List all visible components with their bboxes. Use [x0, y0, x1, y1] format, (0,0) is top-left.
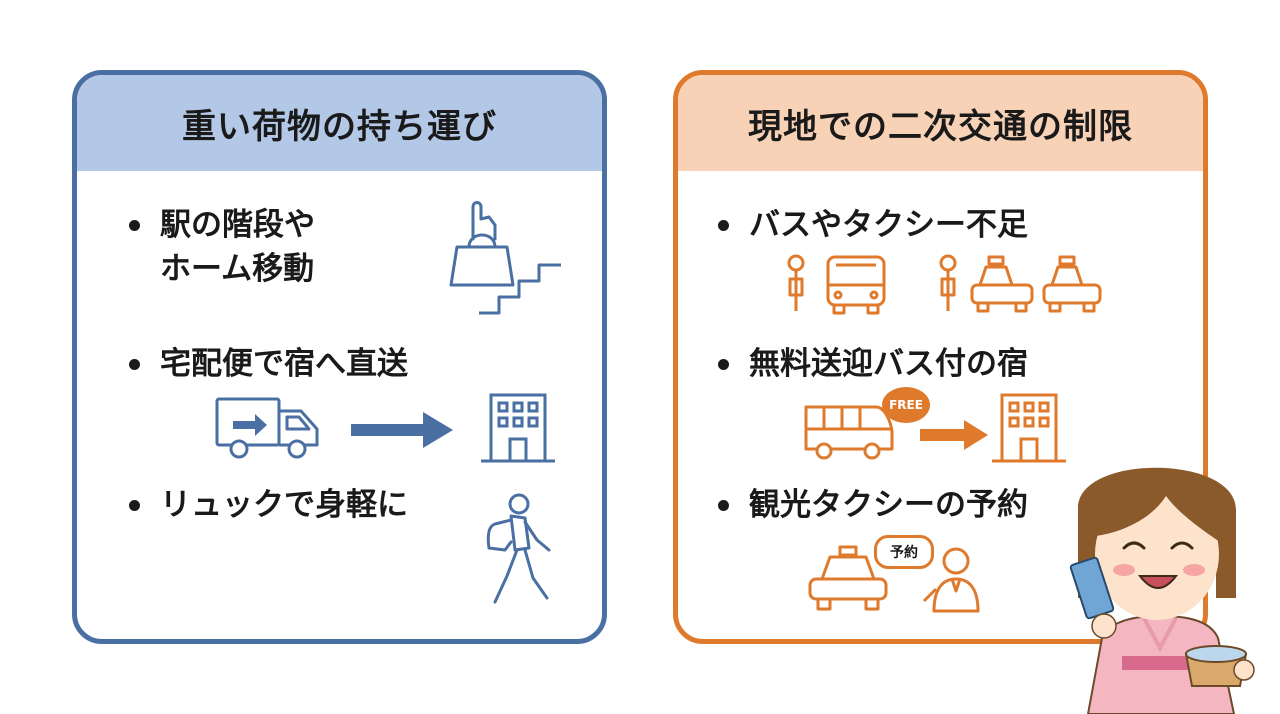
taxi-stop-icon	[939, 254, 957, 311]
free-badge: FREE	[882, 387, 930, 423]
backpack-walker-icon	[486, 493, 551, 604]
bus-stop-icon	[787, 254, 805, 311]
bus-icon	[826, 255, 886, 315]
list-item: リュックで身軽に	[129, 483, 408, 527]
staff-person-icon	[922, 547, 980, 613]
shuttle-bus-icon	[804, 405, 894, 460]
bullet-dot	[129, 220, 140, 231]
item-label-line2: ホーム移動	[160, 251, 315, 288]
list-item: バスやタクシー不足	[718, 203, 1028, 247]
list-item: 観光タクシーの予約	[718, 483, 1028, 527]
right-panel: 現地での二次交通の制限 バスやタクシー不足	[673, 70, 1208, 644]
bullet-dot	[718, 359, 729, 370]
transport-shortage-icons	[787, 254, 1102, 315]
taxi-icon	[970, 255, 1034, 313]
arrow-right-icon	[351, 412, 453, 448]
right-panel-title: 現地での二次交通の制限	[678, 75, 1203, 171]
stairs-icon	[479, 263, 561, 315]
shopping-bag-icon	[449, 201, 515, 287]
item-label-line1: 駅の階段や	[160, 207, 315, 243]
item-label-line1: 観光タクシーの予約	[749, 487, 1028, 523]
hotel-building-icon	[481, 393, 555, 463]
list-item: 無料送迎バス付の宿	[718, 342, 1028, 386]
item-label-line1: バスやタクシー不足	[749, 207, 1028, 243]
item-label-line1: 宅配便で宿へ直送	[160, 346, 408, 382]
yukata-woman-illustration	[1069, 467, 1255, 714]
left-panel: 重い荷物の持ち運び 駅の階段や ホーム移動 宅配便で宿へ直送	[72, 70, 607, 644]
bullet-dot	[129, 359, 140, 370]
left-panel-title: 重い荷物の持ち運び	[77, 75, 602, 171]
arrow-right-icon	[920, 420, 988, 450]
list-item: 駅の階段や ホーム移動	[129, 203, 315, 291]
item-label-line1: リュックで身軽に	[160, 487, 408, 523]
bullet-dot	[129, 500, 140, 511]
taxi-icon	[1042, 255, 1102, 313]
taxi-icon	[808, 545, 888, 611]
hotel-building-icon	[992, 393, 1066, 463]
bullet-dot	[718, 500, 729, 511]
item-label-line1: 無料送迎バス付の宿	[749, 346, 1028, 382]
delivery-truck-icon	[215, 397, 319, 459]
list-item: 宅配便で宿へ直送	[129, 342, 408, 386]
bullet-dot	[718, 220, 729, 231]
reservation-bubble-icon: 予約	[874, 535, 934, 569]
